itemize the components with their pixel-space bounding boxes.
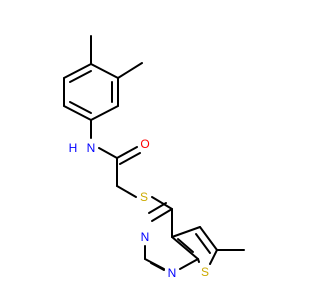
bond-ch2-s [116,185,137,198]
atom-amide-h: H [69,141,78,155]
bond-c5-c6 [199,226,218,251]
atom-ring-n3: N [141,230,150,244]
bond-c4-n3-b [148,202,167,214]
bond-n-carbonyl [98,147,118,159]
bond-c6-s [209,249,218,265]
atom-carbonyl-o: O [140,137,149,151]
atom-ring-n1: N [168,266,177,280]
bond-ring-a-3 [90,105,119,121]
bond-c4-n3-a [151,208,173,222]
bond-c5-c6-inner [195,233,211,254]
atom-amide-n: N [87,141,96,155]
atom-thioether-s: S [140,190,148,204]
bond-c4a-c5 [171,226,201,238]
bond-n1-c7a [179,258,199,270]
bond-methyl-c3 [117,62,143,79]
bond-ring-a-6-inner [69,70,92,83]
bond-ring-a-4 [63,105,92,121]
bond-c7a-s [197,258,200,263]
molecule-canvas: N H O S N N S [0,0,300,300]
bond-ring-a-1 [90,63,119,79]
bond-c7a-c4a-inner [177,238,194,253]
bond-c2-n1-inner [150,262,165,271]
bond-carbonyl-o-2 [119,152,141,165]
molecule-structure: N H O S N N S [0,0,300,300]
bond-ring-a-4-inner [69,101,92,114]
atom-thiophene-s: S [201,265,209,279]
bond-ring-a-6 [63,63,92,79]
bond-carbonyl-o-1 [116,146,138,159]
bond-s-c4 [151,196,173,210]
background [0,0,300,300]
bond-c7a-c4a [171,236,199,260]
